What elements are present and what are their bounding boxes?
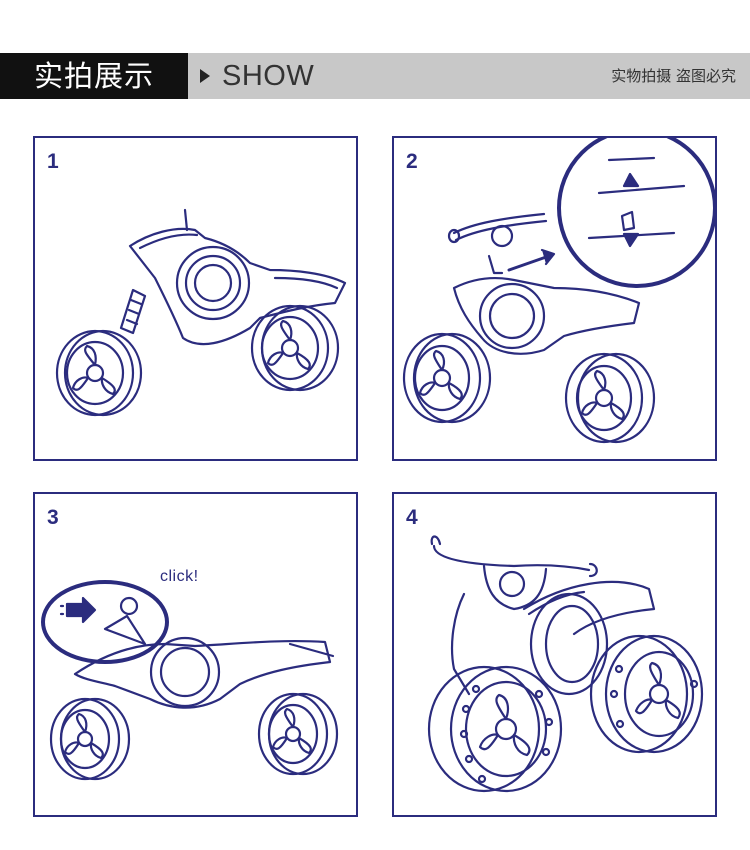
step-2-illustration [402, 138, 715, 444]
click-callout-label: click! [160, 568, 199, 585]
step-number: 3 [47, 506, 59, 529]
step-4-illustration [427, 535, 704, 793]
step-1-illustration [55, 208, 347, 417]
step-panel-4: 4 [392, 492, 717, 817]
header-band: 实拍展示 SHOW 实物拍摄 盗图必究 [0, 53, 750, 99]
step-number: 4 [406, 506, 418, 529]
header-title: 实拍展示 [0, 53, 188, 99]
copyright-notice: 实物拍摄 盗图必究 [611, 67, 736, 85]
step-number: 1 [47, 150, 59, 173]
show-label: SHOW [222, 59, 315, 92]
show-label-group: SHOW [200, 53, 314, 99]
step-number: 2 [406, 150, 418, 173]
play-icon [200, 69, 210, 83]
step-panel-2: 2 [392, 136, 717, 461]
step-3-illustration [41, 580, 339, 781]
step-panel-3: 3 click! [33, 492, 358, 817]
step-panel-1: 1 [33, 136, 358, 461]
